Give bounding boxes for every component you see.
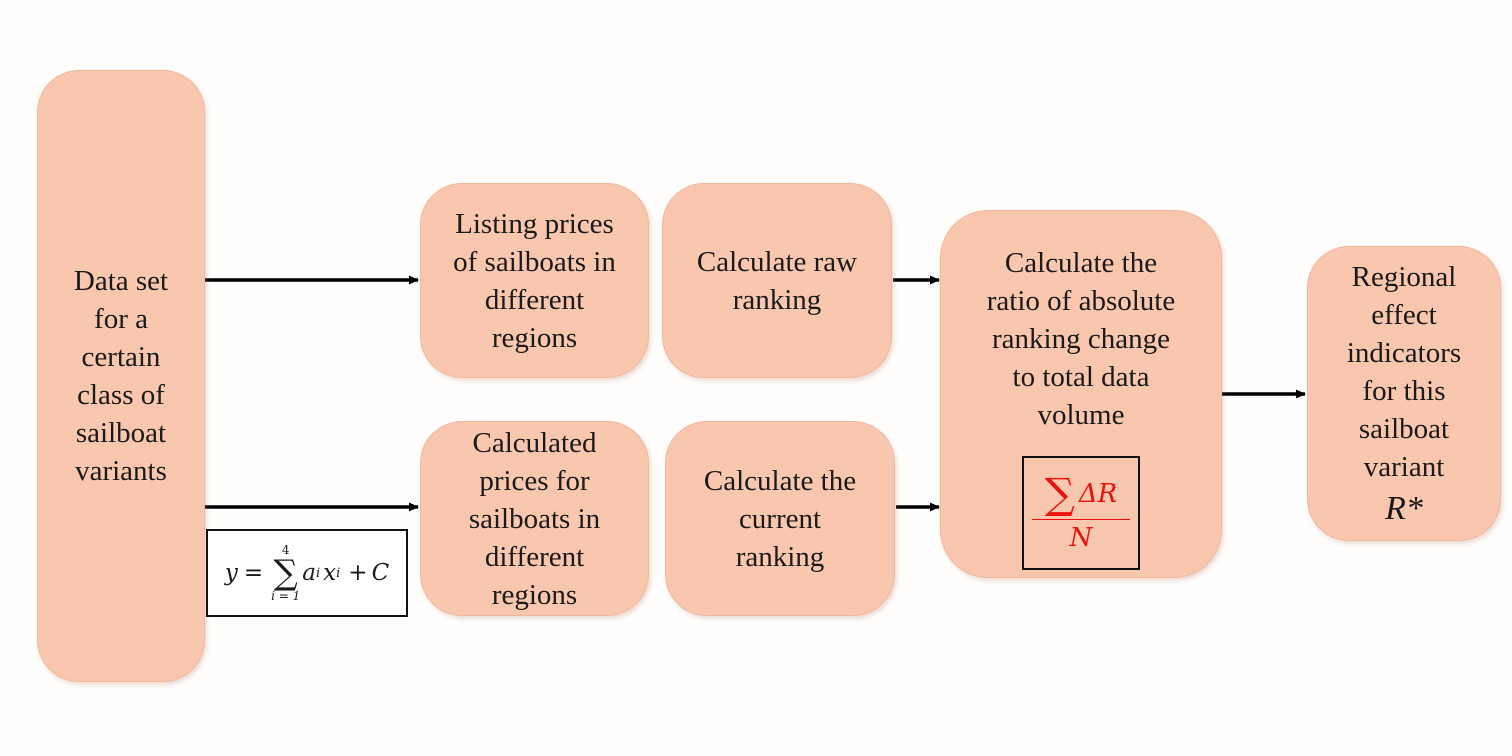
formula-y: y — [224, 560, 238, 586]
formula-equals: = — [243, 560, 264, 586]
dataset-line: variants — [75, 455, 167, 487]
listing-prices-line: of sailboats in — [453, 245, 616, 278]
r-star-symbol: R* — [1385, 489, 1423, 527]
ratio-delta-r: ΔR — [1078, 478, 1118, 509]
dataset-line: sailboat — [75, 417, 167, 449]
current-ranking-line: current — [738, 502, 822, 535]
formula-plus: + — [348, 560, 368, 586]
calculated-prices-line: sailboats in — [468, 502, 601, 535]
formula-x: x — [323, 560, 337, 586]
dataset-line: certain — [81, 341, 161, 373]
current-ranking-node: Calculate the current ranking — [665, 421, 895, 616]
listing-prices-line: different — [484, 283, 585, 316]
calculated-prices-line: Calculated — [472, 426, 597, 459]
calculated-prices-line: regions — [491, 578, 578, 611]
ranking-change-ratio-node: Calculate the ratio of absolute ranking … — [940, 210, 1222, 578]
ratio-line: ranking change — [992, 323, 1170, 355]
raw-ranking-line: ranking — [732, 283, 822, 316]
formula-x-sub: i — [336, 565, 341, 581]
regional-effect-node: Regional effect indicators for this sail… — [1307, 246, 1501, 541]
calculated-prices-node: Calculated prices for sailboats in diffe… — [420, 421, 649, 616]
dataset-line: Data set — [73, 265, 169, 297]
formula-sum-sign: ∑ — [273, 553, 298, 593]
listing-prices-node: Listing prices of sailboats in different… — [420, 183, 649, 378]
current-ranking-line: Calculate the — [703, 464, 857, 497]
raw-ranking-node: Calculate raw ranking — [662, 183, 892, 378]
ratio-line: ratio of absolute — [986, 285, 1176, 317]
listing-prices-line: Listing prices — [455, 207, 614, 240]
formula-c: C — [371, 560, 390, 586]
ratio-line: volume — [1037, 399, 1125, 431]
formula-sum-upper: 4 — [281, 543, 290, 557]
ratio-fraction-bar — [1032, 518, 1130, 520]
regional-effect-line: indicators — [1346, 336, 1462, 369]
regional-effect-line: effect — [1371, 298, 1437, 331]
regional-effect-line: sailboat — [1358, 412, 1450, 445]
regional-effect-line: Regional — [1351, 260, 1457, 293]
formula-sum: 4 ∑ i = 1 — [271, 544, 300, 602]
formula-a: a — [302, 560, 316, 586]
listing-prices-line: regions — [491, 321, 578, 354]
dataset-line: class of — [77, 379, 165, 411]
formula-sum-lower: i = 1 — [271, 589, 301, 603]
ratio-formula: ∑ ΔR N — [1022, 456, 1140, 570]
calculated-prices-line: prices for — [479, 464, 590, 497]
regional-effect-line: variant — [1363, 450, 1445, 483]
current-ranking-line: ranking — [735, 540, 825, 573]
ratio-line: Calculate the — [1004, 247, 1158, 279]
ratio-line: to total data — [1012, 361, 1150, 393]
ratio-denominator: N — [1069, 522, 1093, 553]
ratio-sum-sign: ∑ — [1044, 468, 1075, 518]
calculated-prices-line: different — [484, 540, 585, 573]
regional-effect-line: for this — [1362, 374, 1446, 407]
raw-ranking-line: Calculate raw — [696, 245, 858, 278]
dataset-node: Data set for a certain class of sailboat… — [37, 70, 205, 682]
dataset-line: for a — [94, 303, 148, 335]
ratio-formula-numerator: ∑ ΔR — [1044, 468, 1118, 518]
formula-a-sub: i — [315, 565, 321, 581]
